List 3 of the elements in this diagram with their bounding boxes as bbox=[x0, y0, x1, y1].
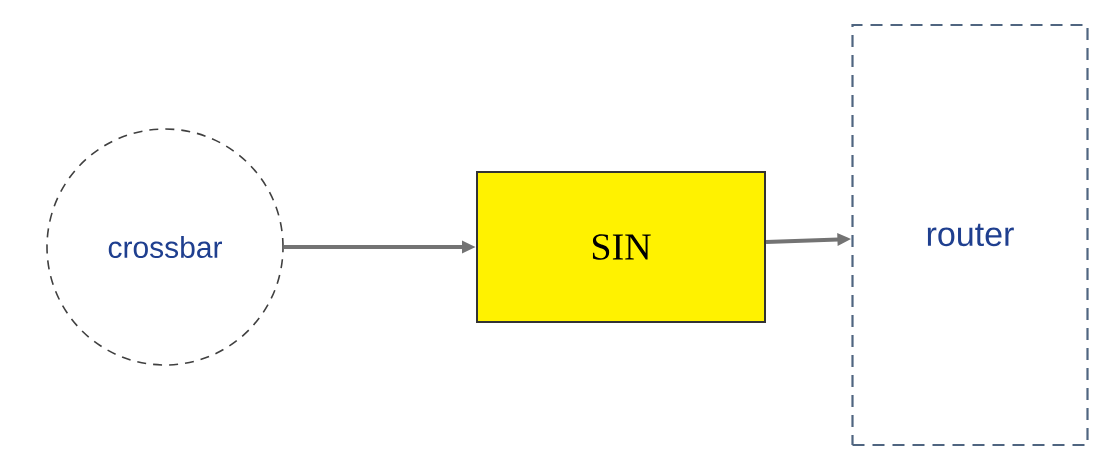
dashed-box: router bbox=[851, 23, 1089, 447]
circle-node: crossbar bbox=[46, 128, 284, 366]
process-box: SIN bbox=[476, 171, 766, 323]
